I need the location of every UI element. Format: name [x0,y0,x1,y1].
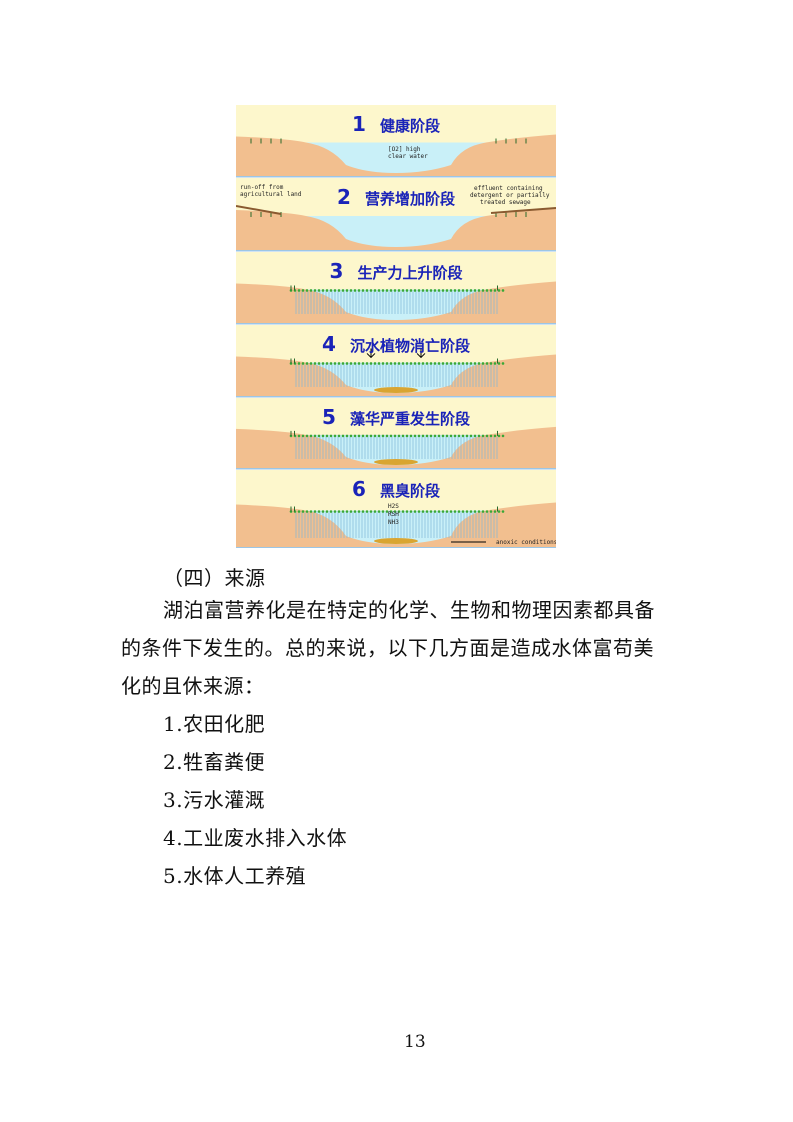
stage-number: 6 [352,477,366,501]
stage-label: run-off from [240,184,284,191]
paragraph-line-1: 湖泊富营养化是在特定的化学、生物和物理因素都具备 [163,598,655,622]
list-item: 3.污水灌溉 [163,788,266,812]
list-item: 4.工业废水排入水体 [163,826,348,850]
stage-title: 4 沉水植物消亡阶段 [236,333,556,357]
stage-name: 营养增加阶段 [364,190,455,208]
stage-title: 1 健康阶段 [236,113,556,137]
stage-title: 6 黑臭阶段 [236,478,556,502]
stage-label: treated sewage [480,199,531,206]
stage-illustration [236,398,556,469]
section-heading: （四）来源 [163,566,266,590]
page-number: 13 [404,1032,426,1052]
stage-name: 沉水植物消亡阶段 [349,337,470,355]
stage-label: NH3 [388,519,399,526]
stage-name: 生产力上升阶段 [357,264,463,282]
stage-label: effluent containing [474,185,543,192]
stage-number: 3 [329,259,344,283]
stage-name: 黑臭阶段 [379,482,440,500]
stage-label: RSH [388,511,399,518]
stage-number: 2 [337,185,351,209]
stage-label: anoxic conditions [496,539,556,546]
list-item: 2.牲畜粪便 [163,750,266,774]
paragraph-line-3: 化的且休来源： [121,674,265,698]
stage-illustration [236,105,556,177]
stage-panel-5: 5 藻华严重发生阶段 [236,398,556,469]
stage-number: 5 [322,405,336,429]
stage-number: 4 [322,332,336,356]
stage-label: agricultural land [240,191,302,198]
list-item: 1.农田化肥 [163,712,266,736]
stage-illustration [236,325,556,397]
stage-label: H2S [388,503,399,510]
stage-name: 藻华严重发生阶段 [349,410,470,428]
stage-panel-3: 3 生产力上升阶段 [236,252,556,324]
stage-number: 1 [352,112,366,136]
stage-label: detergent or partially [470,192,550,199]
stage-name: 健康阶段 [379,117,440,135]
stage-title: 3 生产力上升阶段 [236,260,556,284]
stage-illustration [236,470,556,548]
stage-title: 2 营养增加阶段 [236,186,556,210]
stage-illustration [236,178,556,251]
stage-panel-4: 4 沉水植物消亡阶段 [236,325,556,397]
stage-illustration [236,252,556,324]
stage-title: 5 藻华严重发生阶段 [236,406,556,430]
list-item: 5.水体人工养殖 [163,864,307,888]
paragraph-line-2: 的条件下发生的。总的来说，以下几方面是造成水体富苟美 [121,636,654,660]
stage-label: [O2] high [388,146,421,153]
stage-label: clear water [388,153,428,160]
